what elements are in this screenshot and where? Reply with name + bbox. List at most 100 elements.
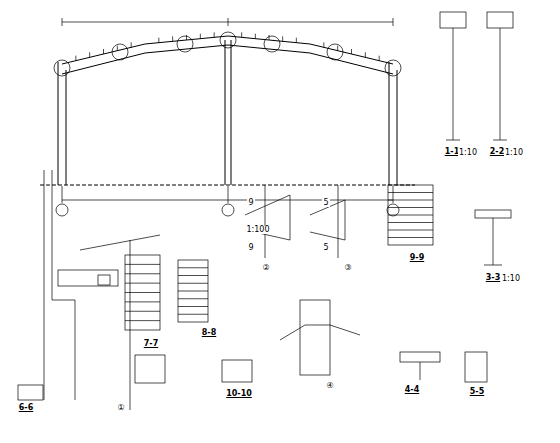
section-label: 8-8 [201,329,217,337]
purlin [158,38,159,43]
base-detail [98,275,110,285]
ridge-detail [400,352,440,362]
callout-number: 1:100 [245,226,270,234]
portal-frame [389,62,390,185]
section-label: 6-6 [18,404,34,412]
base-detail [18,170,165,410]
ridge-detail [420,362,421,380]
ridge-detail [475,210,511,218]
axis-bubble [56,204,68,216]
portal-frame [397,70,398,185]
portal-frame [40,185,415,186]
knee-detail [222,360,252,382]
ridge-detail [280,185,511,382]
ridge-detail [465,352,487,382]
purlin [75,56,76,61]
knee-detail [245,195,290,240]
column-section [446,140,460,141]
portal-frame [40,36,415,185]
section-label: 7-7 [143,340,159,348]
bolt-row [388,237,433,238]
ridge-detail [280,325,360,340]
ridge-detail [300,300,330,375]
callout-number: 5 [322,199,329,207]
section-label: 5-5 [469,388,485,396]
base-detail [135,355,165,383]
section-label: 9-9 [409,254,425,262]
dimension-line [62,18,63,26]
detail-bubble [385,60,401,76]
dimension-line [228,18,229,26]
base-detail [75,300,76,400]
bolt-row [178,306,208,307]
purlin [296,38,297,43]
portal-frame [225,40,226,185]
purlin [365,52,366,57]
bolt-row [178,314,208,315]
bolt-row [388,215,433,216]
bolt-row [125,311,160,312]
base-detail [44,170,45,400]
column-section [500,28,501,140]
detail-bubble [220,32,236,48]
purlin [89,52,90,57]
knee-detail [265,185,266,258]
section-label: 3-3 [485,274,501,282]
purlin [214,32,215,37]
purlin [172,36,173,41]
column-section [440,12,513,140]
base-detail [58,270,118,286]
base-detail [18,385,43,400]
base-detail [52,300,75,301]
bolt-row [125,292,160,293]
bolt-row [388,222,433,223]
base-detail [130,240,131,410]
column-section [493,140,507,141]
detail-bubble [177,36,193,52]
bolt-row [125,283,160,284]
detail-bubble [112,44,128,60]
portal-frame [231,40,232,185]
detail-bubble [54,60,70,76]
callout-number: ① [116,404,125,412]
section-label: 2-2 [489,148,505,156]
purlin [241,32,242,37]
bolt-row [125,193,433,321]
purlin [200,34,201,39]
portal-frame [58,62,59,185]
knee-detail [178,260,208,322]
purlin [282,36,283,41]
purlin [323,42,324,47]
bolt-row [178,298,208,299]
purlin [379,56,380,61]
bolt-row [125,301,160,302]
dimension-line [62,18,393,200]
bolt-row [125,264,160,265]
dimension-line [393,18,394,26]
callout-number: 1:10 [501,275,521,283]
purlin [255,34,256,39]
detail-bubble [54,32,401,76]
bolt-row [388,200,433,201]
bolt-row [178,283,208,284]
callout-number: 1:10 [504,149,524,157]
column-section [453,28,454,140]
purlin [351,49,352,54]
axis-bubble [62,186,63,203]
purlin [131,42,132,47]
axis-bubble [56,186,399,216]
callout-number: ③ [343,264,352,272]
portal-frame [66,70,67,185]
purlin [337,46,338,51]
purlin [76,32,379,60]
base-detail [80,235,160,250]
ridge-detail [493,218,494,265]
bolt-row [388,192,433,193]
bolt-row [125,320,160,321]
detail-bubble [264,36,280,52]
bolt-row [388,207,433,208]
bolt-row [388,230,433,231]
section-label: 4-4 [404,386,420,394]
bolt-row [125,273,160,274]
